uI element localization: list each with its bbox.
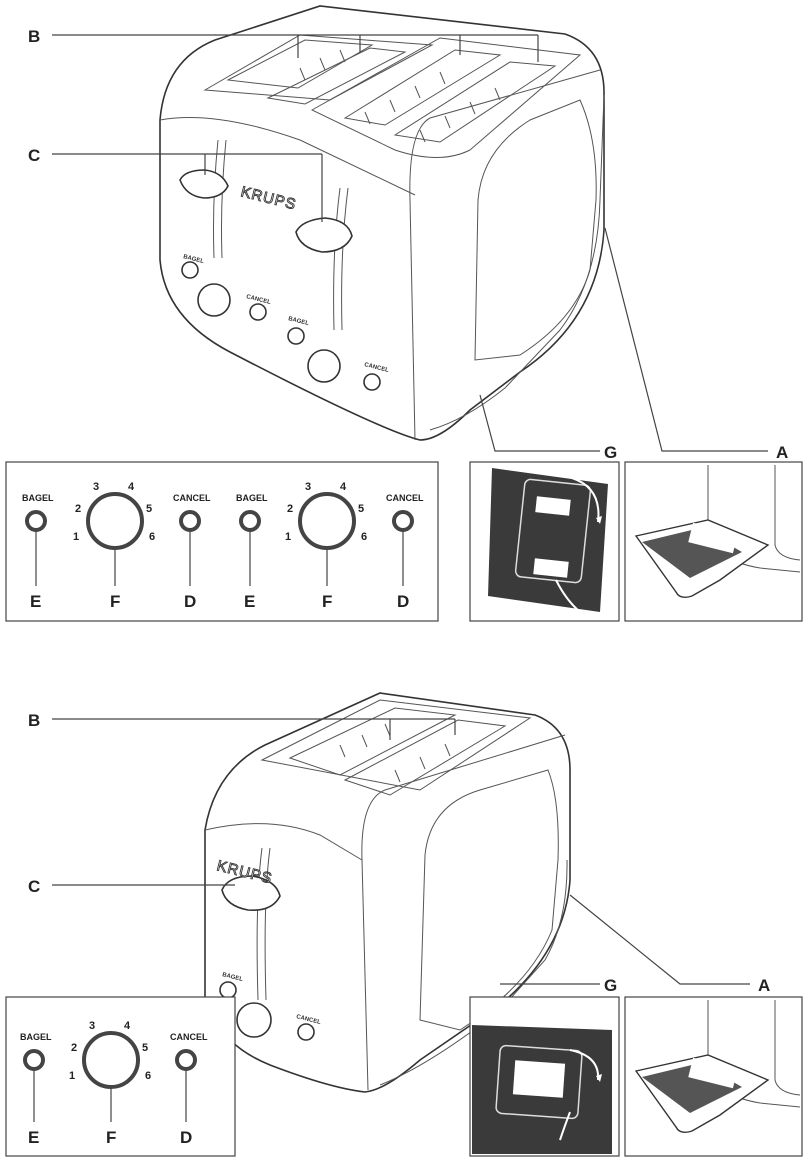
lever-two (221, 875, 281, 912)
lever-right (295, 217, 353, 253)
control-panel-four: BAGEL E 1 2 3 4 5 6 F CANCEL D BAGEL E 1… (5, 461, 439, 622)
svg-text:6: 6 (149, 531, 155, 543)
svg-text:2: 2 (75, 503, 81, 515)
cancel-button-four-left (249, 303, 267, 321)
svg-text:1: 1 (285, 531, 291, 543)
browning-dial-panel-1 (86, 492, 144, 550)
bagel-button-two (219, 981, 237, 999)
cord-storage-detail-top (469, 461, 620, 622)
svg-text:D: D (180, 1128, 192, 1147)
label-g-top: G (604, 443, 617, 462)
svg-text:3: 3 (305, 481, 311, 493)
svg-text:CANCEL: CANCEL (170, 1032, 208, 1042)
browning-dial-panel-2 (298, 492, 356, 550)
control-panel-two: BAGEL E 1 2 3 4 5 6 F CANCEL D (5, 996, 236, 1157)
svg-text:4: 4 (340, 481, 347, 493)
cancel-button-panel-2 (392, 510, 414, 532)
label-a-top: A (776, 443, 788, 462)
svg-text:F: F (106, 1128, 116, 1147)
cancel-button-two (297, 1023, 315, 1041)
svg-text:BAGEL: BAGEL (22, 493, 54, 503)
svg-text:D: D (184, 592, 196, 611)
cord-storage-detail-bottom (469, 996, 620, 1157)
label-g-bottom: G (604, 976, 617, 995)
cancel-button-panel-3 (175, 1049, 197, 1071)
browning-dial-four-left (197, 283, 231, 317)
svg-text:BAGEL: BAGEL (222, 972, 244, 983)
crumb-tray-detail-top (624, 461, 803, 622)
svg-text:5: 5 (146, 503, 152, 515)
two-slice-toaster: KRUPS BAGEL CANCEL (204, 692, 571, 1093)
label-a-bottom: A (758, 976, 770, 995)
svg-text:E: E (28, 1128, 39, 1147)
svg-text:BAGEL: BAGEL (288, 316, 310, 327)
bagel-button-panel-3 (23, 1049, 45, 1071)
svg-text:1: 1 (73, 531, 79, 543)
browning-dial-panel-3 (82, 1031, 140, 1089)
callouts-four: B C G A (28, 27, 788, 462)
bagel-button-panel-1 (25, 510, 47, 532)
svg-text:5: 5 (358, 503, 364, 515)
bagel-button-four-right (287, 327, 305, 345)
cancel-button-four-right (363, 373, 381, 391)
label-c-top: C (28, 146, 40, 165)
svg-text:BAGEL: BAGEL (236, 493, 268, 503)
svg-text:1: 1 (69, 1070, 75, 1082)
label-c-bottom: C (28, 877, 40, 896)
svg-text:CANCEL: CANCEL (246, 294, 272, 306)
svg-text:5: 5 (142, 1042, 148, 1054)
svg-text:3: 3 (89, 1020, 95, 1032)
svg-text:E: E (244, 592, 255, 611)
svg-text:BAGEL: BAGEL (183, 254, 205, 265)
svg-text:3: 3 (93, 481, 99, 493)
svg-text:CANCEL: CANCEL (386, 493, 424, 503)
label-b-top: B (28, 27, 40, 46)
browning-dial-four-right (307, 349, 341, 383)
svg-text:CANCEL: CANCEL (364, 362, 390, 374)
svg-text:4: 4 (124, 1020, 131, 1032)
svg-text:F: F (322, 592, 332, 611)
four-slice-toaster: KRUPS BAGEL CANCEL BAGEL CANCEL (159, 5, 605, 441)
svg-text:D: D (397, 592, 409, 611)
svg-text:F: F (110, 592, 120, 611)
svg-text:2: 2 (71, 1042, 77, 1054)
browning-dial-two (236, 1002, 272, 1038)
svg-text:4: 4 (128, 481, 135, 493)
bagel-button-panel-2 (239, 510, 261, 532)
svg-text:E: E (30, 592, 41, 611)
callouts-two: B C G A (28, 711, 770, 995)
svg-text:CANCEL: CANCEL (296, 1014, 322, 1026)
svg-text:CANCEL: CANCEL (173, 493, 211, 503)
cancel-button-panel-1 (179, 510, 201, 532)
bagel-button-four-left (181, 261, 199, 279)
svg-text:2: 2 (287, 503, 293, 515)
crumb-tray-detail-bottom (624, 996, 803, 1157)
label-b-bottom: B (28, 711, 40, 730)
svg-text:6: 6 (145, 1070, 151, 1082)
svg-text:BAGEL: BAGEL (20, 1032, 52, 1042)
lever-left (179, 169, 229, 199)
svg-text:6: 6 (361, 531, 367, 543)
